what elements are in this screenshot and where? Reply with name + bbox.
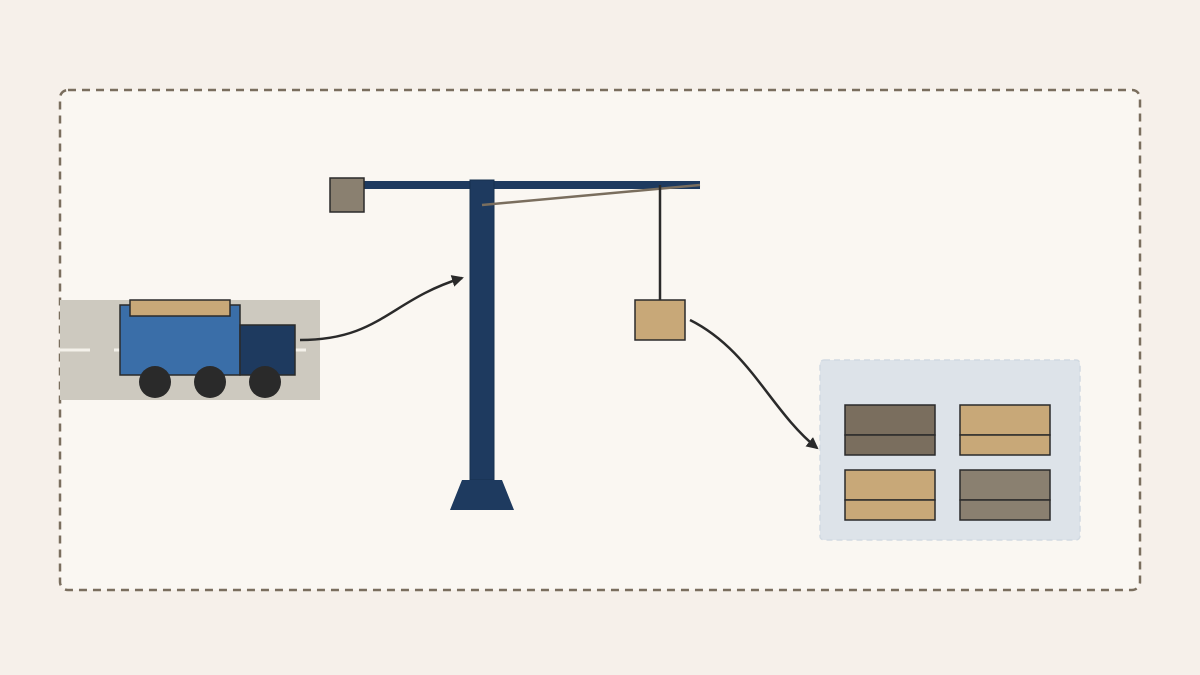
stack-lower — [844, 434, 936, 456]
storage-stack-icon — [819, 359, 1081, 541]
crane-tie-cable — [481, 183, 701, 207]
stack-upper — [844, 469, 936, 501]
tower-crane-icon — [329, 177, 701, 510]
truck-icon — [60, 299, 320, 400]
stack-upper — [959, 469, 1051, 501]
crane-base — [450, 480, 514, 510]
stack-lower — [844, 499, 936, 521]
stack-upper — [844, 404, 936, 436]
cargo-box-icon — [634, 299, 686, 341]
stack-lower — [959, 499, 1051, 521]
storage-stack — [844, 469, 936, 521]
crane-jib — [360, 181, 700, 189]
truck-wheel — [194, 366, 226, 398]
storage-stack — [959, 469, 1051, 521]
crane-mast — [469, 179, 495, 481]
stack-lower — [959, 434, 1051, 456]
truck-wheel — [249, 366, 281, 398]
flow-arrow-load-to-storage — [689, 318, 819, 450]
storage-stack — [959, 404, 1051, 456]
stack-upper — [959, 404, 1051, 436]
flow-arrow-truck-to-crane — [299, 275, 464, 342]
truck-wheel — [139, 366, 171, 398]
crane-counterweight — [329, 177, 365, 213]
storage-stack — [844, 404, 936, 456]
truck-cargo — [129, 299, 231, 317]
